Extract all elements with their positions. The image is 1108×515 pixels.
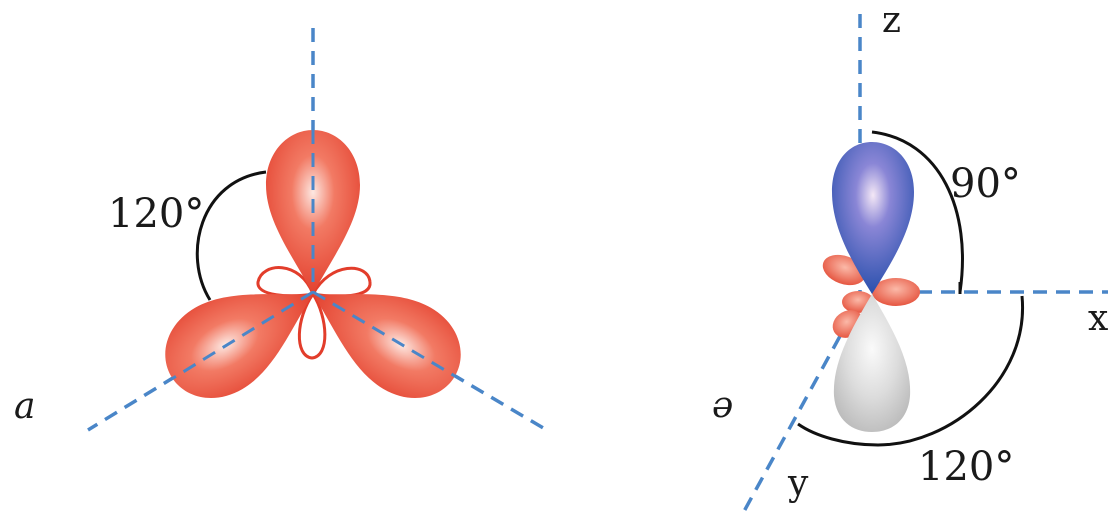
panel-b-axis-y-label: y [787,463,809,504]
panel-a-axis-left [87,290,314,432]
panel-b-axis-z-label: z [882,0,901,41]
panel-a-axis-left-over [169,290,314,382]
panel-b-axis-x-label: x [1088,298,1108,339]
panel-b-axis-y [740,295,864,515]
panel-a-angle-arc [195,170,267,301]
panel-b-angle-label-120: 120° [918,444,1014,490]
panel-a-lobe-left [165,294,313,398]
panel-a-hybrid-lobes [165,130,461,398]
panel-a-angle-label: 120° [108,191,204,237]
panel-b-p-lobe-bottom [833,294,911,432]
panel-b-p-lobe-top [832,142,914,294]
panel-a-label: a [14,386,35,427]
panel-a: 120° a [14,28,551,434]
panel-a-lobe-right [313,294,461,398]
panel-b-angle-label-90: 90° [950,161,1021,207]
panel-a-axis-right-over [312,290,471,387]
panel-b: z x y 90° 120° ә [712,0,1108,515]
panel-b-angle-arc-90 [871,130,964,293]
panel-b-label: ә [712,385,733,426]
panel-b-angle-arc-120 [797,295,1025,447]
